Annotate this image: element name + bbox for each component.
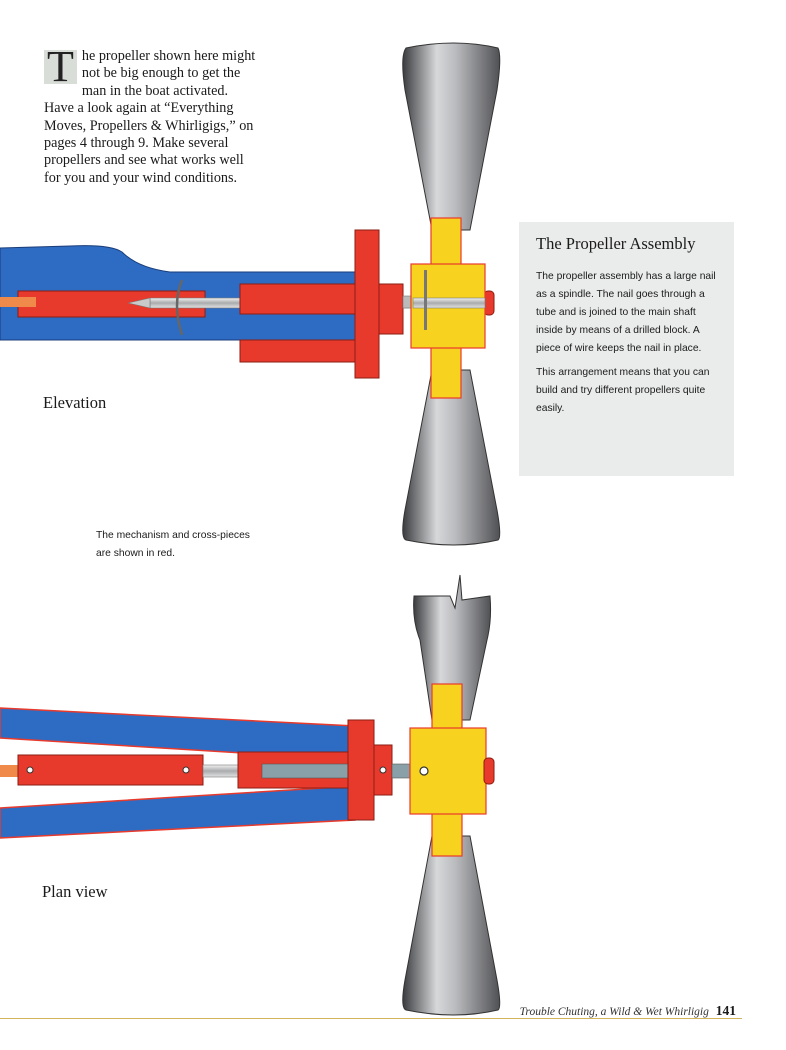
plan-main-shaft [17,754,204,786]
drop-cap: T [44,45,77,89]
plan-lower-blade [402,835,501,1016]
plan-shaft-hole-2 [182,766,190,774]
plan-nail-shaft [202,764,244,778]
elevation-small-wire [424,270,427,330]
plan-view-label: Plan view [42,882,108,901]
elevation-bearing [378,283,404,335]
plan-drawing [0,574,501,1016]
plan-lower-arm [0,785,356,839]
mechanism-note: The mechanism and cross-pieces are shown… [96,530,250,559]
plan-bearing-hole [379,766,387,774]
elevation-cross-piece [354,229,380,379]
elevation-wire [175,279,184,336]
elevation-drawing [0,42,501,546]
page-number: 141 [715,1003,736,1018]
elevation-main-shaft [17,290,206,318]
footer-chapter-title: Trouble Chuting, a Wild & Wet Whirligig [519,1006,709,1018]
plan-tube [391,763,411,779]
elevation-nail-tip [127,297,151,309]
footer-rule [0,1018,742,1019]
elevation-block-2 [239,339,356,363]
intro-paragraph: T he propeller shown here might not be b… [44,45,259,187]
intro-text: he propeller shown here might not be big… [44,48,256,186]
plan-cross-piece [347,719,375,821]
plan-hub-hole [419,766,429,776]
elevation-label: Elevation [43,393,107,412]
page-footer: Trouble Chuting, a Wild & Wet Whirligig … [520,1003,736,1019]
elevation-orange-rod [0,297,36,307]
plan-orange-rod [0,765,20,777]
sidebar-paragraph-1: The propeller assembly has a large nail … [536,271,716,354]
sidebar-heading: The Propeller Assembly [536,234,696,253]
elevation-block-1 [239,283,356,315]
elevation-hub-nail [412,297,486,309]
elevation-upper-blade [402,42,501,231]
sidebar-box: The Propeller Assembly The propeller ass… [519,222,734,476]
plan-shaft-hole-1 [26,766,34,774]
sidebar-paragraph-2: This arrangement means that you can buil… [536,367,710,414]
plan-nail-head [483,757,495,785]
elevation-lower-blade [402,369,501,546]
